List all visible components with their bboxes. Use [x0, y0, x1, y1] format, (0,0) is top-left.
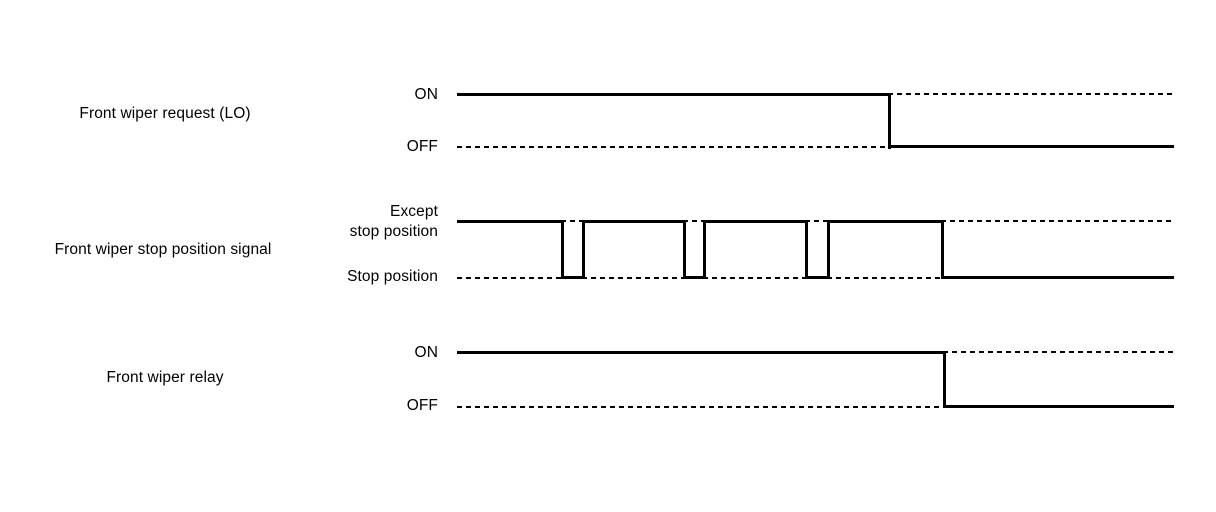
waveform-row2-high-seg2 — [582, 220, 686, 223]
waveform-row3-low-reference — [457, 406, 946, 408]
waveform-row2-low-pulse2 — [683, 276, 706, 279]
waveform-row1-low-active — [888, 145, 1174, 148]
level-label-row1-high: ON — [414, 86, 438, 103]
waveform-row2-high-seg4 — [827, 220, 944, 223]
waveform-row2-edge-1-rise — [582, 220, 585, 279]
waveform-row2-low-ref2 — [582, 277, 686, 279]
waveform-row2-edge-3-fall — [805, 220, 808, 279]
row-label-front-wiper-request: Front wiper request (LO) — [79, 105, 251, 122]
waveform-row3-high-reference — [943, 351, 1174, 353]
waveform-row2-high-seg1 — [457, 220, 564, 223]
row-label-front-wiper-stop-position-signal: Front wiper stop position signal — [54, 241, 272, 258]
waveform-row2-low-pulse3 — [805, 276, 830, 279]
level-label-row2-high-line2: stop position — [349, 223, 438, 240]
waveform-row2-edge-2-fall — [683, 220, 686, 279]
level-label-row1-low: OFF — [406, 138, 438, 155]
waveform-row2-low-ref3 — [703, 277, 808, 279]
waveform-row3-low-active — [943, 405, 1174, 408]
waveform-row2-low-pulse1 — [561, 276, 585, 279]
waveform-row1-high-reference — [888, 93, 1174, 95]
waveform-row2-edge-final-fall — [941, 220, 944, 279]
level-label-row3-high: ON — [414, 344, 438, 361]
waveform-row2-high-seg3 — [703, 220, 808, 223]
waveform-row1-high-active — [457, 93, 891, 96]
level-label-row2-high-line1: Except — [390, 203, 438, 220]
waveform-row2-low-ref4 — [827, 277, 944, 279]
waveform-row1-low-reference — [457, 146, 891, 148]
waveform-row3-high-active — [457, 351, 946, 354]
waveform-row2-high-ref3 — [805, 220, 830, 222]
waveform-row2-low-active — [941, 276, 1174, 279]
waveform-row1-falling-edge — [888, 93, 891, 149]
waveform-row2-high-ref2 — [683, 220, 706, 222]
waveform-row2-low-ref1 — [457, 277, 564, 279]
waveform-row2-edge-2-rise — [703, 220, 706, 279]
waveform-row2-high-ref4 — [941, 220, 1174, 222]
level-label-row3-low: OFF — [406, 397, 438, 414]
waveform-row2-edge-1-fall — [561, 220, 564, 279]
level-label-row2-low: Stop position — [347, 268, 438, 285]
waveform-row3-falling-edge — [943, 351, 946, 408]
waveform-row2-edge-3-rise — [827, 220, 830, 279]
row-label-front-wiper-relay: Front wiper relay — [106, 369, 224, 386]
waveform-row2-high-ref1 — [561, 220, 585, 222]
level-label-row2-high: Except stop position — [268, 202, 438, 242]
